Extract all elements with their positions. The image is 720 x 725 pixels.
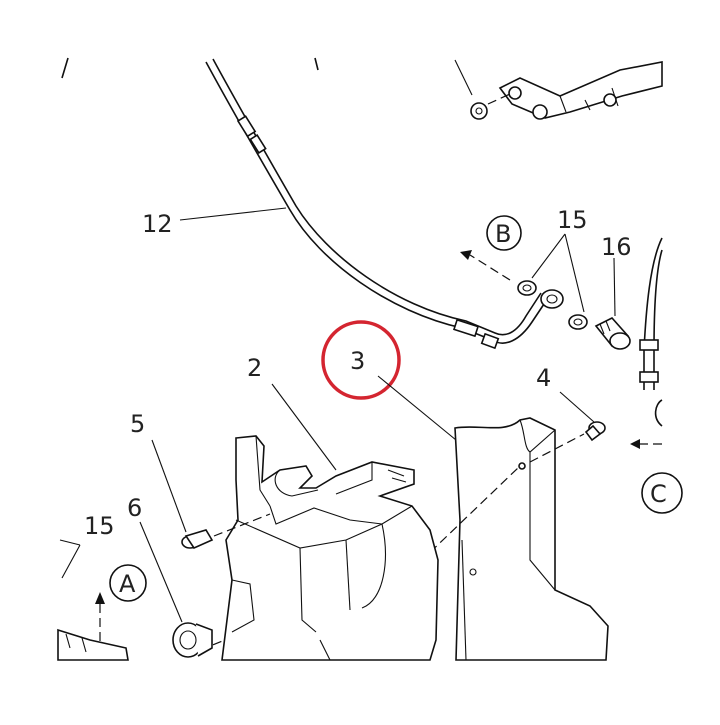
bolt-4 [584, 421, 606, 442]
callout-3: 3 [350, 347, 365, 375]
housing-2 [221, 435, 439, 661]
callout-15-left: 15 [84, 512, 115, 540]
callout-5: 5 [130, 410, 145, 438]
bolt-head-top [470, 102, 488, 120]
arrow-a [95, 592, 105, 604]
edge-fragment-2 [314, 57, 319, 71]
hose-12 [205, 58, 549, 350]
leader-15-left [59, 539, 81, 579]
leader-6 [139, 521, 183, 623]
leader-5 [151, 439, 187, 533]
leader-3 [377, 375, 457, 441]
callout-12: 12 [142, 210, 173, 238]
banjo-fitting [540, 289, 564, 309]
view-marker-b [486, 215, 522, 251]
arrow-c [630, 439, 640, 449]
bolt-5 [181, 529, 214, 550]
shield-plate-3 [454, 417, 609, 661]
edge-fragment [61, 57, 69, 79]
view-marker-b-label: B [495, 220, 511, 248]
view-marker-c [641, 472, 683, 514]
highlight-circle [321, 320, 401, 400]
right-hose-fragment [639, 237, 663, 427]
left-bracket-fragment [57, 628, 129, 661]
leader-15-top [531, 233, 585, 313]
arrow-b [460, 250, 472, 260]
leader-top [454, 59, 473, 96]
washer-15a [517, 280, 537, 296]
grommet-6 [172, 622, 213, 658]
leader-16 [613, 257, 616, 317]
washer-15b [568, 314, 588, 330]
leader-4 [559, 391, 595, 423]
callout-6: 6 [127, 494, 142, 522]
callout-4: 4 [536, 364, 551, 392]
callout-16: 16 [601, 233, 632, 261]
bolt-16 [594, 317, 631, 350]
callout-2: 2 [247, 354, 262, 382]
view-marker-c-label: C [650, 480, 667, 508]
callout-15-top: 15 [557, 206, 588, 234]
leader-2 [271, 383, 337, 471]
view-marker-a-label: A [119, 570, 136, 598]
view-marker-a [109, 564, 147, 602]
leader-12 [179, 207, 287, 221]
upper-bracket [454, 59, 663, 120]
